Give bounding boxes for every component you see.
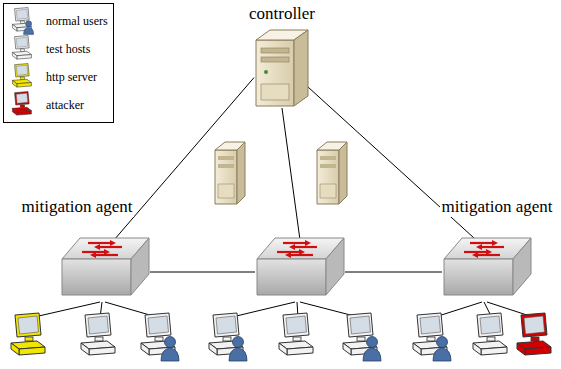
network-link [114, 78, 254, 240]
legend-entry: normal users [8, 7, 108, 35]
server-icon [254, 28, 310, 108]
legend-entry: http server [8, 63, 108, 91]
legend-icon [8, 63, 38, 91]
legend-icon [8, 35, 38, 63]
switch-icon [257, 238, 344, 295]
legend-icon [8, 91, 38, 119]
legend-text: normal users [46, 14, 108, 29]
node-label: controller [247, 4, 317, 24]
hosts [11, 313, 551, 361]
legend-text: test hosts [46, 42, 90, 57]
legend-box: normal users test hosts http server attacke… [3, 3, 114, 123]
switch-icon [442, 237, 532, 302]
network-node: controller [254, 28, 310, 108]
legend-text: http server [46, 70, 97, 85]
node-label: mitigation agent [440, 197, 555, 217]
switch-icon [60, 237, 150, 302]
legend-text: attacker [46, 98, 84, 113]
network-node: mitigation agent [60, 237, 150, 302]
legend-entry: attacker [8, 91, 108, 119]
legend-icon [8, 7, 38, 35]
server-towers [215, 142, 347, 204]
network-node: mitigation agent [442, 237, 532, 302]
legend-entry: test hosts [8, 35, 108, 63]
node-label: mitigation agent [20, 197, 135, 217]
